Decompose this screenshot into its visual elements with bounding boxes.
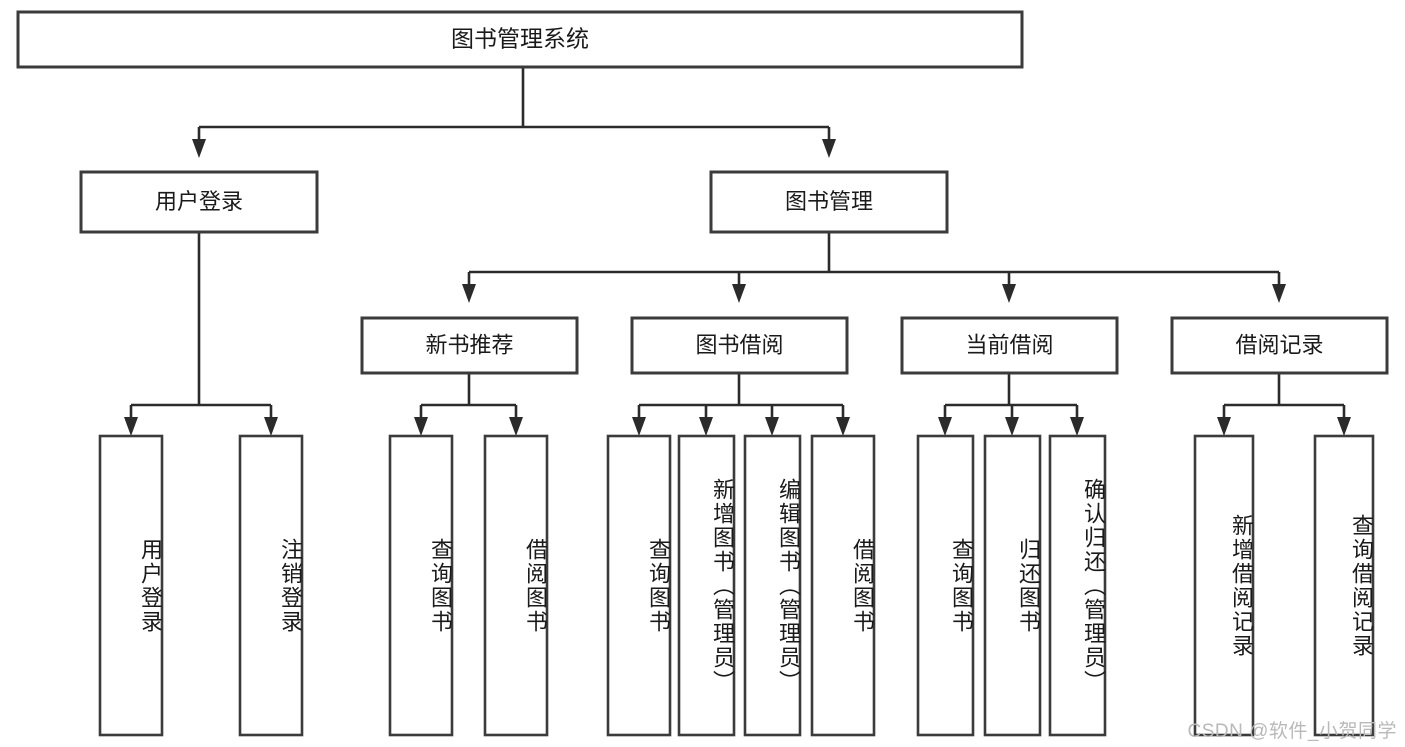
node-box-leaf-rec-borrow-book[interactable] — [483, 434, 549, 737]
watermark-text: CSDN @软件_小贺同学 — [1187, 721, 1397, 742]
level3-node-borrow-record[interactable] — [1170, 316, 1389, 375]
connector-layer — [124, 67, 1351, 436]
node-label-borrow-record: 借阅记录 — [1235, 332, 1323, 357]
node-box-leaf-cur-confirm-return[interactable] — [1048, 434, 1107, 737]
arrow-head-icon — [462, 284, 476, 303]
leaf-node-leaf-rec-query-book[interactable] — [388, 434, 454, 737]
leaf-node-leaf-user-login[interactable] — [98, 434, 164, 737]
arrow-head-icon — [836, 417, 850, 436]
level2-node-book-manage[interactable] — [709, 170, 949, 234]
arrow-head-icon — [1337, 417, 1351, 436]
arrow-head-icon — [124, 417, 138, 436]
node-box-leaf-cur-return-book[interactable] — [983, 434, 1042, 737]
leaf-node-leaf-borrow-borrow-book[interactable] — [810, 434, 876, 737]
node-box-leaf-user-logout[interactable] — [238, 434, 304, 737]
arrow-head-icon — [632, 417, 646, 436]
node-box-leaf-cur-query-book[interactable] — [916, 434, 975, 737]
arrow-head-icon — [1005, 417, 1019, 436]
arrow-head-icon — [509, 417, 523, 436]
arrow-head-icon — [1217, 417, 1231, 436]
node-box-new-book-rec[interactable] — [360, 316, 579, 375]
node-box-leaf-user-login[interactable] — [98, 434, 164, 737]
arrow-head-icon — [938, 417, 952, 436]
node-box-user-login[interactable] — [79, 170, 319, 234]
level3-node-book-borrow[interactable] — [630, 316, 849, 375]
node-label-book-borrow: 图书借阅 — [695, 332, 783, 357]
node-box-current-borrow[interactable] — [900, 316, 1119, 375]
box-layer — [16, 10, 1389, 737]
leaf-node-leaf-borrow-edit-book[interactable] — [743, 434, 802, 737]
leaf-node-leaf-user-logout[interactable] — [238, 434, 304, 737]
arrow-head-icon — [765, 417, 779, 436]
arrow-head-icon — [1070, 417, 1084, 436]
level3-node-current-borrow[interactable] — [900, 316, 1119, 375]
node-box-book-borrow[interactable] — [630, 316, 849, 375]
node-label-new-book-rec: 新书推荐 — [425, 332, 513, 357]
arrow-head-icon — [732, 284, 746, 303]
arrow-head-icon — [1272, 284, 1286, 303]
node-label-root: 图书管理系统 — [451, 26, 589, 52]
arrow-head-icon — [414, 417, 428, 436]
node-box-leaf-borrow-edit-book[interactable] — [743, 434, 802, 737]
node-box-leaf-borrow-borrow-book[interactable] — [810, 434, 876, 737]
arrow-head-icon — [1002, 284, 1016, 303]
root-node-root[interactable] — [16, 10, 1024, 69]
leaf-node-leaf-borrow-add-book[interactable] — [677, 434, 736, 737]
node-box-leaf-rec-add-record[interactable] — [1193, 434, 1255, 737]
arrow-head-icon — [264, 417, 278, 436]
leaf-node-leaf-borrow-query-book[interactable] — [606, 434, 672, 737]
leaf-node-leaf-rec-query-record[interactable] — [1313, 434, 1375, 737]
leaf-node-leaf-rec-add-record[interactable] — [1193, 434, 1255, 737]
leaf-node-leaf-cur-query-book[interactable] — [916, 434, 975, 737]
node-box-leaf-borrow-query-book[interactable] — [606, 434, 672, 737]
node-box-book-manage[interactable] — [709, 170, 949, 234]
node-box-borrow-record[interactable] — [1170, 316, 1389, 375]
arrow-head-icon — [822, 139, 836, 158]
arrow-head-icon — [192, 139, 206, 158]
node-label-user-login: 用户登录 — [155, 189, 243, 214]
node-box-root[interactable] — [16, 10, 1024, 69]
arrow-head-icon — [699, 417, 713, 436]
leaf-node-leaf-cur-return-book[interactable] — [983, 434, 1042, 737]
node-label-book-manage: 图书管理 — [785, 189, 873, 214]
level2-node-user-login[interactable] — [79, 170, 319, 234]
level3-node-new-book-rec[interactable] — [360, 316, 579, 375]
node-box-leaf-borrow-add-book[interactable] — [677, 434, 736, 737]
node-label-current-borrow: 当前借阅 — [965, 332, 1053, 357]
leaf-node-leaf-cur-confirm-return[interactable] — [1048, 434, 1107, 737]
leaf-node-leaf-rec-borrow-book[interactable] — [483, 434, 549, 737]
node-box-leaf-rec-query-record[interactable] — [1313, 434, 1375, 737]
node-box-leaf-rec-query-book[interactable] — [388, 434, 454, 737]
